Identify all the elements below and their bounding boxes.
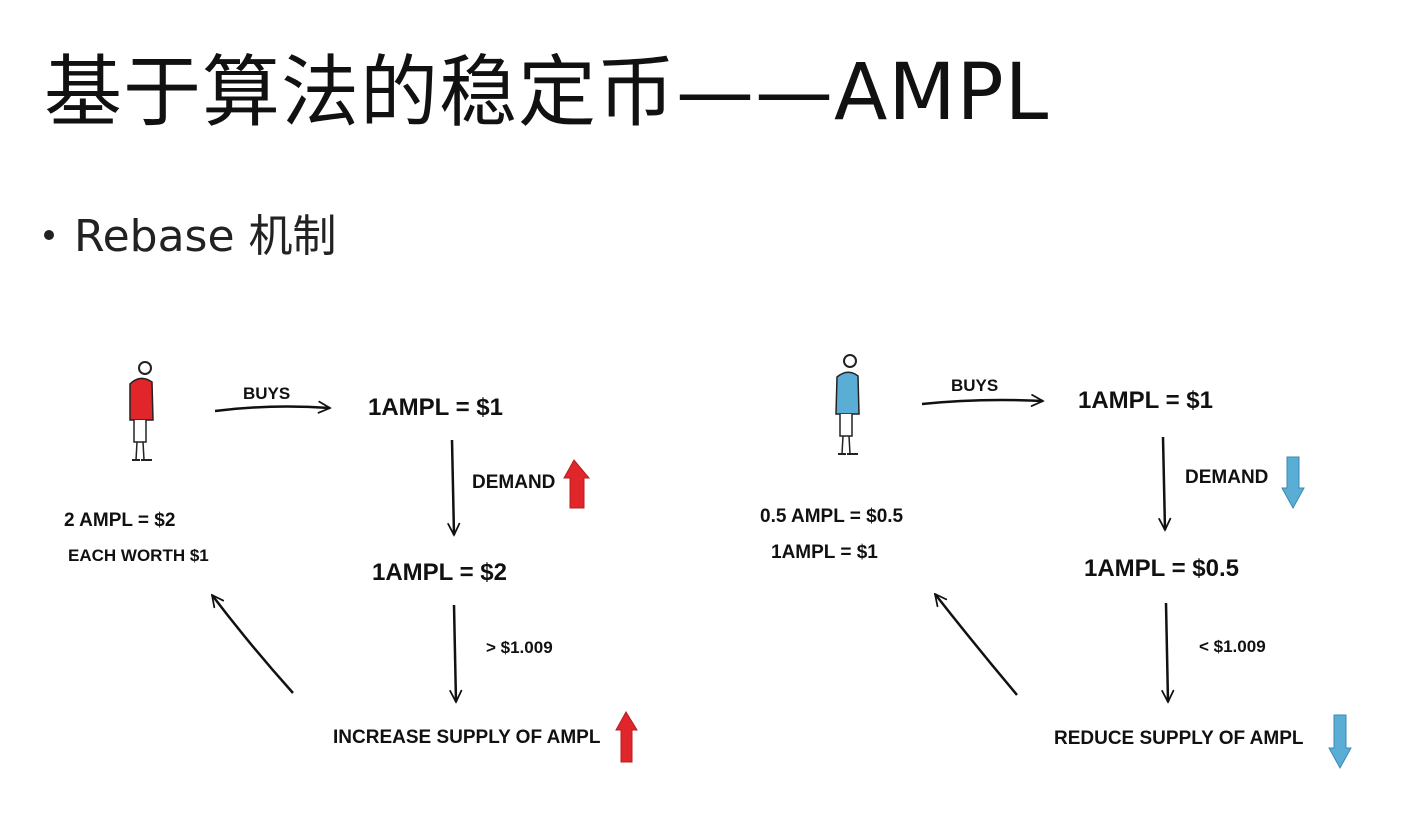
result-line2-left: EACH WORTH $1: [68, 546, 209, 565]
buys-arrow-right: [921, 400, 1043, 404]
arrow-down-blue-icon-2: [1328, 714, 1352, 770]
feedback-arrow-left: [212, 595, 294, 694]
arrow-up-red-icon-2: [615, 711, 638, 763]
threshold-arrow-right: [1166, 602, 1168, 702]
price-mid-right: 1AMPL = $0.5: [1084, 555, 1239, 582]
threshold-arrow-left: [454, 604, 456, 702]
buys-label-left: BUYS: [243, 384, 291, 403]
left-panel: [129, 361, 638, 763]
supply-label-right: REDUCE SUPPLY OF AMPL: [1054, 728, 1304, 749]
supply-label-left: INCREASE SUPPLY OF AMPL: [333, 727, 601, 748]
threshold-label-right: < $1.009: [1199, 637, 1266, 656]
right-panel: [835, 354, 1352, 770]
arrow-down-blue-icon: [1281, 456, 1305, 510]
demand-arrow-right: [1163, 436, 1165, 530]
demand-label-left: DEMAND: [472, 472, 556, 493]
person-right-icon: [835, 354, 860, 455]
person-left-icon: [129, 361, 154, 461]
price-top-right: 1AMPL = $1: [1078, 387, 1213, 414]
price-top-left: 1AMPL = $1: [368, 394, 503, 421]
demand-label-right: DEMAND: [1185, 467, 1269, 488]
price-mid-left: 1AMPL = $2: [372, 559, 507, 586]
demand-arrow-left: [452, 439, 454, 535]
result-line1-right: 0.5 AMPL = $0.5: [760, 506, 904, 527]
feedback-arrow-right: [935, 594, 1018, 696]
result-line1-left: 2 AMPL = $2: [64, 510, 176, 531]
buys-arrow-left: [214, 407, 330, 411]
bullet-text: Rebase 机制: [74, 211, 337, 262]
buys-label-right: BUYS: [951, 376, 999, 395]
slide-title: 基于算法的稳定币——AMPL: [44, 48, 1050, 138]
threshold-label-left: > $1.009: [486, 638, 553, 657]
bullet-dot-icon: [44, 230, 54, 240]
arrow-up-red-icon: [563, 459, 591, 509]
bullet-item: Rebase 机制: [44, 200, 337, 264]
result-line2-right: 1AMPL = $1: [771, 542, 878, 563]
